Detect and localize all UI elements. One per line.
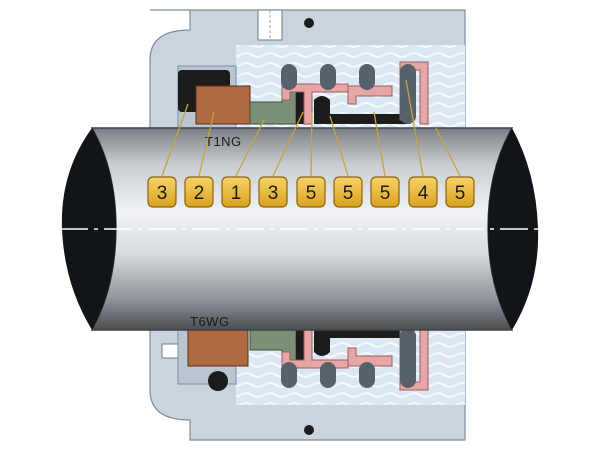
shaft-left-end [61, 128, 116, 330]
callout-number: 3 [157, 183, 168, 204]
callout-number: 4 [418, 183, 429, 204]
shaft [60, 127, 540, 331]
bottom-model-label: T6WG [190, 314, 230, 329]
callout-number: 5 [343, 183, 354, 204]
lower-bellows [314, 328, 410, 356]
callout-badge: 1 [221, 176, 251, 208]
upper-seal-parts [178, 61, 429, 125]
callout-number: 5 [455, 183, 466, 204]
callout-badge: 5 [370, 176, 400, 208]
top-model-label: T1NG [205, 134, 242, 149]
leader-line-1 [161, 103, 189, 177]
lower-oring-bottom [304, 425, 314, 435]
leader-line-6 [329, 115, 349, 177]
lower-spring-coil-4 [400, 328, 416, 388]
callout-badge: 5 [333, 176, 363, 208]
callout-badge: 4 [408, 176, 438, 208]
leader-line-2 [198, 111, 215, 177]
upper-bellows [314, 96, 410, 124]
callout-number: 3 [268, 183, 279, 204]
upper-oring-top [304, 18, 314, 28]
callout-badges: 3 2 1 3 5 5 5 4 [147, 176, 475, 208]
lower-spring [281, 328, 416, 388]
lower-oring-carbon [208, 371, 228, 391]
upper-spring-coil-2 [320, 64, 336, 90]
lower-spring-coil-2 [320, 362, 336, 388]
callout-number: 2 [194, 183, 205, 204]
lower-spring-coil-3 [359, 362, 375, 388]
callout-badge: 5 [445, 176, 475, 208]
lower-spring-holder [347, 347, 393, 367]
callout-number: 5 [380, 183, 391, 204]
leader-line-7 [373, 111, 386, 177]
leader-line-4 [272, 111, 304, 177]
upper-spring-holder [347, 85, 393, 105]
upper-spring-coil-3 [359, 64, 375, 90]
lower-carbon-ring [187, 329, 249, 367]
lower-seal-parts [187, 327, 429, 391]
callout-badge: 2 [184, 176, 214, 208]
leader-line-5 [310, 111, 313, 177]
leader-lines [161, 79, 461, 177]
callout-badge: 5 [296, 176, 326, 208]
callout-badge: 3 [258, 176, 288, 208]
lower-spring-coil-1 [281, 362, 297, 388]
callout-number: 1 [231, 183, 242, 204]
leader-line-8 [405, 79, 424, 177]
upper-carbon-ring [195, 85, 251, 125]
leader-line-3 [235, 119, 265, 177]
leader-line-9 [435, 127, 461, 177]
callout-badge: 3 [147, 176, 177, 208]
upper-spring-coil-1 [281, 64, 297, 90]
callout-number: 5 [306, 183, 317, 204]
